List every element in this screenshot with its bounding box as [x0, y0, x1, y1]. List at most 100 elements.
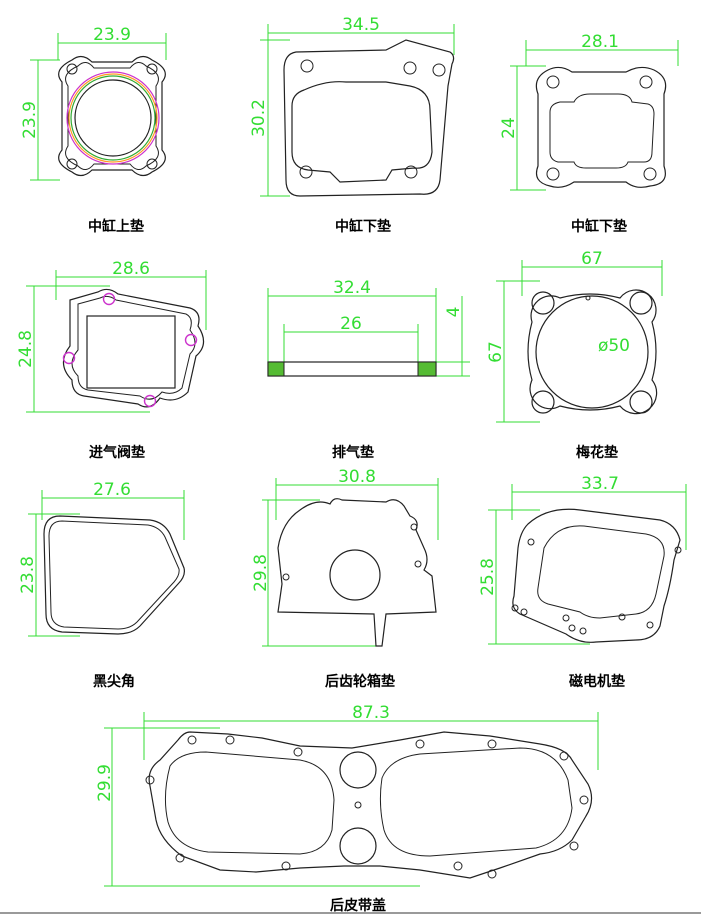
bolt-hole: [415, 739, 425, 749]
valve-port: [86, 315, 176, 389]
bolt-hole: [410, 523, 418, 531]
thickness-dim: 4: [444, 307, 464, 318]
height-dim: 25.8: [478, 558, 498, 596]
gasket-magneto: 33.7 25.8 磁电机垫: [478, 474, 687, 690]
bolt-hole: [146, 63, 158, 75]
height-dim: 29.9: [95, 764, 115, 802]
bolt-hole: [66, 158, 78, 170]
gasket-outline: [512, 508, 681, 643]
inner-opening: [537, 525, 665, 619]
bolt-hole: [643, 167, 657, 181]
part-caption: 中缸下垫: [571, 218, 627, 235]
hatched-section-right: [417, 361, 437, 377]
bolt-hole: [175, 853, 185, 863]
bolt-hole: [146, 158, 158, 170]
part-caption: 进气阀垫: [89, 444, 145, 461]
width-dim: 67: [581, 249, 603, 269]
width-dim: 87.3: [352, 703, 390, 723]
bolt-hole: [225, 735, 235, 745]
bolt-hole: [143, 394, 157, 408]
bolt-hole: [569, 841, 579, 851]
part-caption: 后齿轮箱垫: [325, 673, 395, 690]
bolt-hole: [639, 75, 653, 89]
bolt-hole: [299, 165, 313, 179]
bolt-hole: [531, 291, 555, 315]
bottom-divider: [0, 912, 701, 914]
bolt-hole: [629, 390, 653, 414]
bolt-hole: [559, 751, 569, 761]
width-dim: 34.5: [342, 15, 380, 35]
gasket-outline: [283, 39, 455, 197]
width-dim: 33.7: [581, 474, 619, 494]
bore-opening: [291, 81, 433, 183]
width-dim: 30.8: [338, 467, 376, 487]
left-opening: [164, 751, 335, 855]
height-dim: 67: [486, 341, 506, 363]
height-dim: 24: [499, 117, 519, 139]
gasket-rear-belt-cover: 87.3 29.9 后皮带盖: [95, 703, 599, 914]
bolt-hole: [187, 735, 197, 745]
bolt-hole: [487, 869, 497, 879]
height-dim: 30.2: [249, 99, 269, 137]
gasket-outline: [527, 289, 658, 415]
bolt-hole: [432, 63, 446, 77]
gasket-rear-gearbox: 30.8 29.8 后齿轮箱垫: [251, 467, 439, 690]
gasket-exhaust: 32.4 26 4 排气垫: [267, 278, 470, 461]
width-dim: 27.6: [93, 480, 131, 500]
part-caption: 中缸上垫: [88, 218, 144, 235]
bolt-hole: [282, 573, 290, 581]
bolt-hole: [531, 390, 555, 414]
bolt-hole: [66, 63, 78, 75]
part-caption: 后皮带盖: [330, 897, 386, 914]
height-dim: 23.8: [18, 556, 38, 594]
part-caption: 中缸下垫: [335, 218, 391, 235]
bolt-hole: [546, 167, 560, 181]
width-dim: 23.9: [93, 25, 131, 45]
bolt-hole: [62, 351, 76, 365]
bolt-hole: [300, 59, 314, 73]
bore-dim: ø50: [598, 336, 630, 356]
bolt-hole: [453, 861, 463, 871]
bolt-hole: [404, 165, 418, 179]
bore-circle: [535, 295, 649, 409]
part-caption: 黑尖角: [93, 673, 135, 690]
gasket-lower-cylinder-b: 28.1 24 中缸下垫: [499, 32, 679, 235]
hatched-section-left: [267, 361, 285, 377]
part-caption: 排气垫: [332, 444, 374, 461]
gasket-outline: [43, 515, 185, 635]
shaft-hole: [329, 549, 381, 601]
width-dim: 28.6: [112, 259, 150, 279]
bore-circle: [74, 79, 152, 157]
bolt-hole: [414, 560, 422, 568]
bolt-hole: [579, 795, 589, 805]
seal-ring-outer: [66, 71, 160, 165]
bore-opening: [549, 93, 655, 169]
gasket-black-pointed: 27.6 23.8 黑尖角: [18, 480, 185, 690]
height-dim: 29.8: [251, 554, 271, 592]
bolt-hole: [403, 61, 417, 75]
bolt-hole: [184, 333, 198, 347]
gasket-section: [267, 361, 437, 377]
width-dim: 32.4: [333, 278, 371, 298]
pulley-hole-bottom: [339, 827, 377, 865]
part-caption: 梅花垫: [576, 444, 618, 461]
gasket-outline: [148, 731, 593, 879]
pulley-hole-top: [339, 751, 377, 789]
gasket-outline: [62, 288, 205, 408]
gasket-intake-valve: 28.6 24.8 进气阀垫: [16, 259, 207, 461]
inner-dim: 26: [340, 314, 362, 334]
gasket-outline: [535, 66, 667, 188]
bolt-hole: [145, 775, 155, 785]
height-dim: 23.9: [20, 101, 40, 139]
bolt-hole: [629, 291, 653, 315]
part-caption: 磁电机垫: [569, 673, 625, 690]
bolt-hole: [546, 75, 560, 89]
bolt-hole: [293, 747, 303, 757]
width-dim: 28.1: [581, 32, 619, 52]
bolt-hole: [487, 739, 497, 749]
right-opening: [379, 747, 573, 857]
gasket-outline: [58, 55, 166, 177]
bolt-hole: [281, 861, 291, 871]
height-dim: 24.8: [16, 330, 36, 368]
